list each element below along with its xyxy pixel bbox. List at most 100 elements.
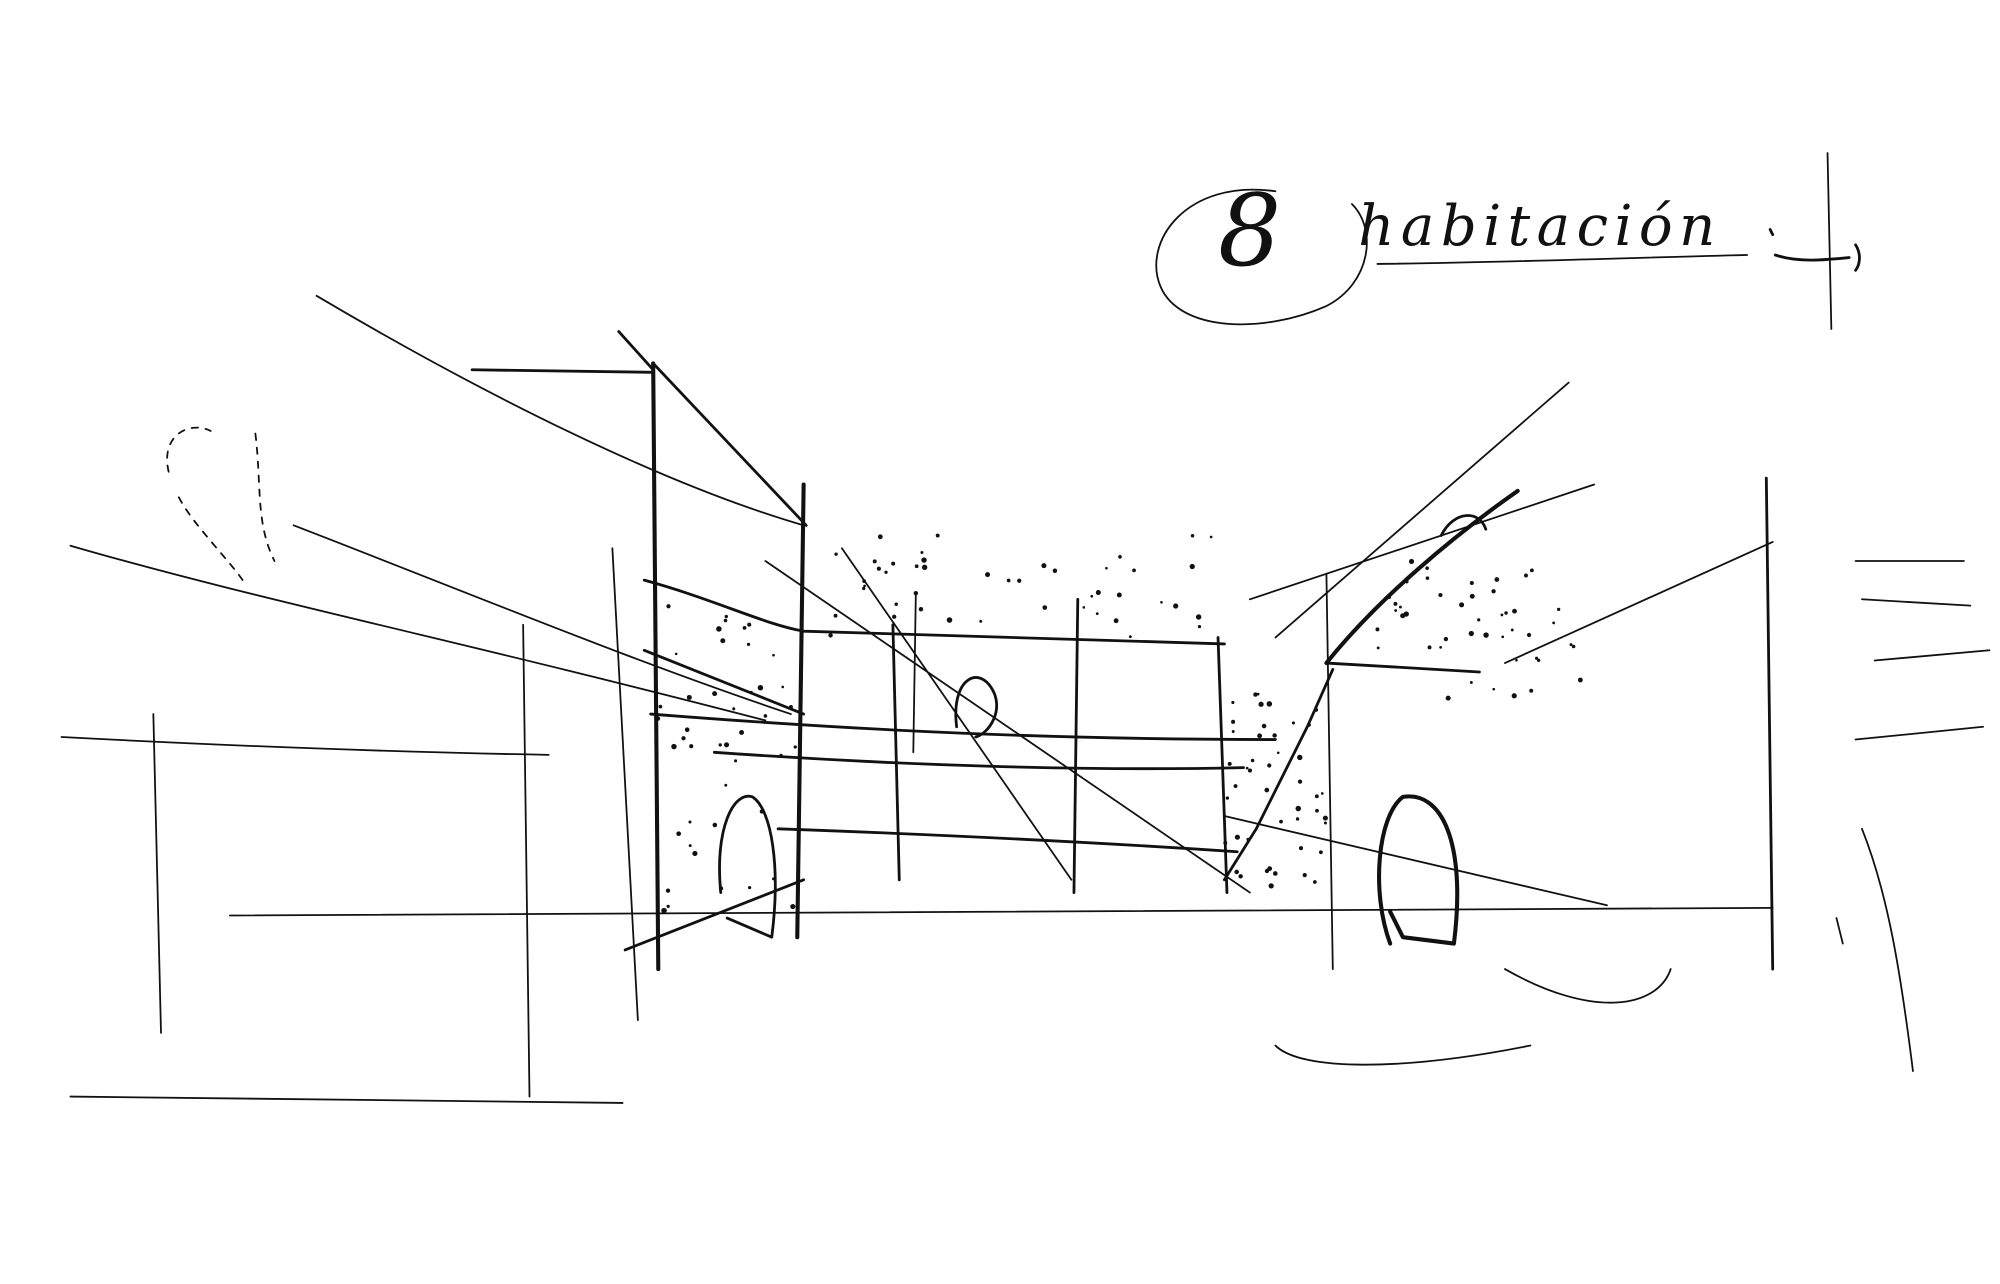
stipple-dot [661,907,667,914]
stipple-dot [1322,815,1328,821]
stipple-dot [1247,768,1253,773]
stipple-dot [1376,646,1380,650]
stipple-dot [1314,794,1319,799]
stipple-dot [763,714,768,718]
stipple-dot [1295,805,1302,812]
stipple-dot [790,903,796,910]
stipple-dot [1526,632,1532,638]
arrow-mark [1768,228,1861,272]
stipple-dot [1052,568,1058,573]
stipple-dot [1523,573,1528,578]
stipple-dot [1266,701,1273,707]
stipple-dot [1116,592,1122,598]
stipple-dot [1492,687,1496,691]
stipple-dot [946,617,953,623]
stipple-dot [772,653,775,657]
stipple-dot [1253,692,1258,697]
stipple-dot [1469,593,1475,599]
stipple-dot [1250,758,1255,763]
right-structure [1223,381,1775,1066]
stipple-dot [1209,535,1213,539]
stipple-dot [1315,808,1319,813]
stipple-dot [746,642,751,646]
stipple-dot [1477,618,1481,622]
stipple-dot [1511,693,1517,699]
stipple-dot [720,638,726,644]
stipple-dot [1264,787,1270,793]
stipple-dot [1105,566,1108,570]
stipple-dot [935,533,940,538]
stipple-dot [688,820,692,824]
stipple-dot [1298,846,1304,851]
stipple-dot [828,633,833,638]
stipple-dot [684,727,690,733]
stipple-dot [1468,630,1474,637]
stipple-dot [759,809,764,814]
stipple-dot [1256,692,1260,696]
stipple-dot [1231,730,1235,733]
stipple-dot [1297,779,1303,784]
stipple-dot [1577,677,1583,683]
stipple-dot [1394,609,1398,612]
stipple-dot [1319,850,1323,855]
stipple-dot [1469,681,1473,684]
stipple-dot [1504,611,1508,615]
annotation-circle [1155,188,1368,326]
stipple-dot [1233,784,1238,788]
stipple-dot [718,886,724,891]
stipple-dot [1082,606,1086,609]
stipple-dot [1408,558,1415,565]
stipple-dot [1534,656,1539,660]
stipple-dot [1276,751,1280,755]
stipple-dot [1173,603,1179,609]
stipple-dot [1234,869,1239,875]
stipple-dot [1279,819,1283,824]
stipple-dot [1017,578,1022,583]
stipple-dot [1307,723,1311,727]
stipple-dot [671,743,677,750]
stipple-dot [1291,721,1296,725]
stipple-dot [789,705,793,709]
stipple-dot [1246,837,1250,842]
stipple-dot [876,566,881,571]
stipple-dot [1425,576,1430,580]
stipple-dot [686,694,692,700]
stipple-dot [1500,613,1504,617]
stipple-dot [1225,796,1230,800]
left-context-lines [60,294,1774,1104]
stipple-dot [1190,533,1195,538]
stipple-dot [1375,627,1380,632]
stipple-dot [1095,612,1099,616]
stipple-dot [1445,695,1451,701]
stipple-dot [732,707,736,711]
stipple-dot [723,618,728,623]
stipple-dot [674,652,678,656]
stipple-dot [1494,577,1500,582]
stipple-dot [1529,688,1534,693]
stipple-dot [1320,792,1324,795]
stipple-dot [1238,874,1243,879]
stipple-dot [985,572,991,578]
stipple-dot [724,614,728,619]
stipple-dot [920,550,924,554]
stipple-dot [1313,880,1317,884]
stipple-dot [1425,566,1429,570]
stipple-dot [1443,636,1449,642]
stipple-dot [1569,643,1573,647]
stipple-dot [757,684,764,691]
stipple-dot [1483,632,1489,638]
stipple-dot [1439,645,1442,649]
stipple-dot [921,564,928,570]
stipple-dot [1189,563,1195,570]
stipple-dot [1386,595,1392,600]
stipple-dot [665,888,671,893]
stipple-dot [1295,817,1300,821]
stipple-dot [666,604,671,609]
stipple-dot [1231,719,1236,724]
stipple-dot [1536,658,1541,663]
stipple-dot [1160,600,1163,604]
stipple-dot [712,822,718,828]
stipple-dot [1272,733,1277,738]
